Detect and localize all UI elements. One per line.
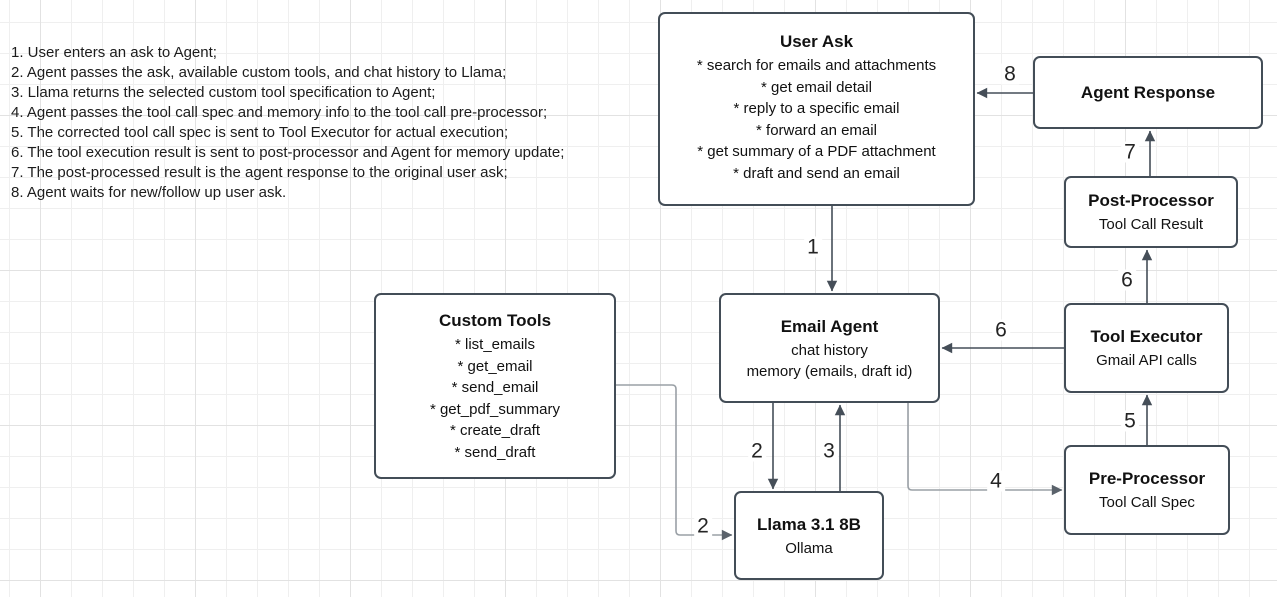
node-pre-processor: Pre-Processor Tool Call Spec	[1064, 445, 1230, 535]
edge-label-step6-agent: 6	[992, 319, 1010, 341]
node-llama-title: Llama 3.1 8B	[757, 514, 861, 534]
arrow-step4-emailagent-to-preprocessor	[907, 403, 1063, 496]
node-user-ask-item: * get email detail	[761, 78, 872, 96]
flow-step-6: 6. The tool execution result is sent to …	[11, 144, 565, 161]
node-custom-tools-item: * get_email	[457, 357, 533, 375]
node-email-agent-line2: memory (emails, draft id)	[746, 363, 913, 380]
node-custom-tools: Custom Tools * list_emails * get_email *…	[374, 293, 616, 479]
arrow-step2-customtools-to-llama	[616, 384, 733, 541]
node-agent-response: Agent Response	[1033, 56, 1263, 129]
node-email-agent-title: Email Agent	[780, 316, 879, 336]
flow-step-8: 8. Agent waits for new/follow up user as…	[11, 184, 287, 201]
flow-step-7: 7. The post-processed result is the agen…	[11, 164, 508, 181]
node-custom-tools-item: * get_pdf_summary	[429, 400, 561, 418]
node-pre-processor-title: Pre-Processor	[1088, 469, 1206, 489]
node-post-processor: Post-Processor Tool Call Result	[1064, 176, 1238, 248]
edge-label-step6-post: 6	[1118, 269, 1136, 291]
node-tool-executor-title: Tool Executor	[1090, 327, 1203, 347]
node-custom-tools-item: * send_draft	[454, 443, 536, 461]
node-user-ask-item: * reply to a specific email	[733, 100, 900, 117]
node-user-ask-title: User Ask	[779, 32, 854, 51]
node-llama: Llama 3.1 8B Ollama	[734, 491, 884, 580]
flow-step-3: 3. Llama returns the selected custom too…	[11, 84, 436, 101]
node-tool-executor-subtitle: Gmail API calls	[1096, 352, 1197, 370]
flow-step-5: 5. The corrected tool call spec is sent …	[11, 124, 509, 141]
edge-label-step4: 4	[987, 470, 1005, 492]
node-custom-tools-item: * list_emails	[454, 336, 536, 353]
edge-label-step2-tools-llama: 2	[694, 515, 712, 537]
node-custom-tools-item: * send_email	[451, 379, 539, 396]
edge-label-step5: 5	[1121, 410, 1139, 432]
flow-steps-list: 1. User enters an ask to Agent; 2. Agent…	[11, 43, 564, 203]
node-user-ask-item: * draft and send an email	[733, 164, 900, 182]
node-user-ask-item: * search for emails and attachments	[696, 57, 937, 74]
node-agent-response-title: Agent Response	[1080, 82, 1216, 102]
edge-label-step1: 1	[804, 236, 822, 258]
edge-label-step8: 8	[1001, 63, 1019, 85]
node-post-processor-subtitle: Tool Call Result	[1098, 216, 1204, 234]
node-user-ask-item: * get summary of a PDF attachment	[697, 143, 936, 160]
node-post-processor-title: Post-Processor	[1088, 191, 1214, 211]
flow-step-2: 2. Agent passes the ask, available custo…	[11, 64, 507, 81]
node-pre-processor-subtitle: Tool Call Spec	[1099, 494, 1195, 512]
node-email-agent: Email Agent chat history memory (emails,…	[719, 293, 940, 403]
node-user-ask-item: * forward an email	[756, 121, 877, 139]
node-email-agent-line1: chat history	[791, 341, 868, 359]
node-user-ask: User Ask * search for emails and attachm…	[658, 12, 975, 206]
flow-step-4: 4. Agent passes the tool call spec and m…	[11, 104, 548, 121]
edge-label-step3: 3	[820, 440, 838, 462]
node-custom-tools-item: * create_draft	[449, 422, 541, 439]
flow-step-1: 1. User enters an ask to Agent;	[11, 44, 217, 61]
edge-label-step2-agent-llama: 2	[748, 440, 766, 462]
node-tool-executor: Tool Executor Gmail API calls	[1064, 303, 1229, 393]
node-llama-subtitle: Ollama	[785, 539, 833, 557]
edge-label-step7: 7	[1121, 141, 1139, 163]
node-custom-tools-title: Custom Tools	[438, 311, 552, 330]
